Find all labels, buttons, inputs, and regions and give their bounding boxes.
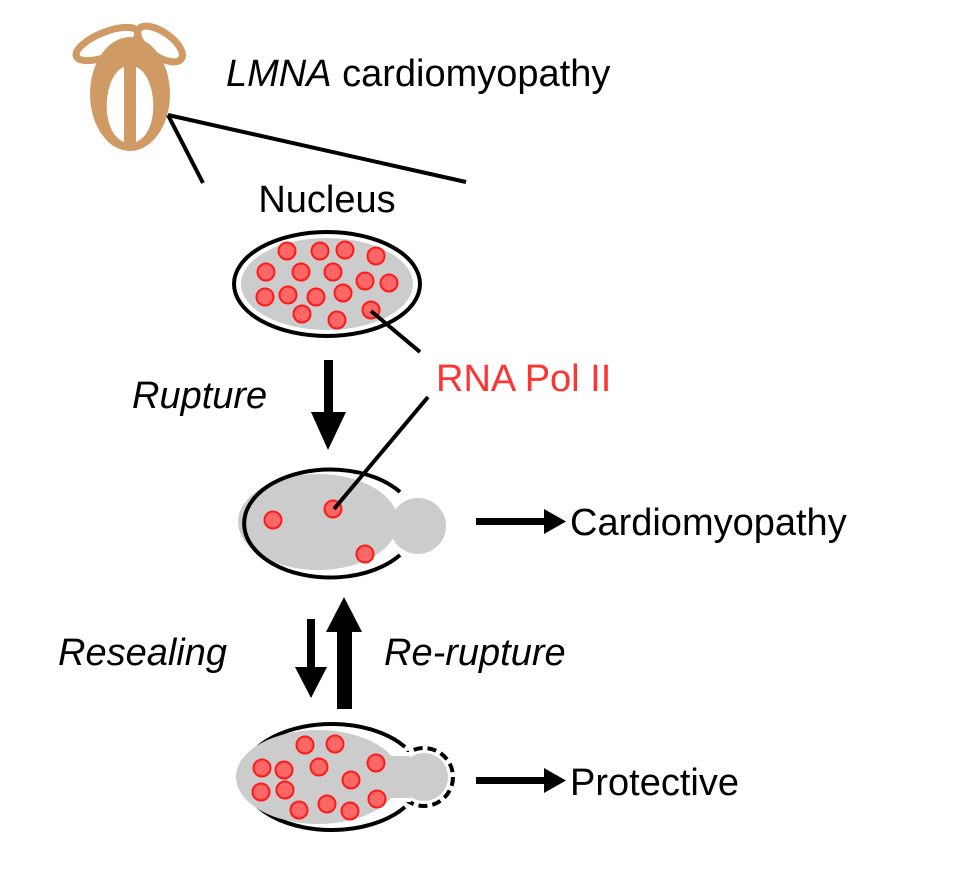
pol-ii-cluster-resealed [251,734,387,821]
ruptured-nucleus [238,467,446,580]
broken-envelope [242,467,402,580]
resealing-label: Resealing [58,632,227,674]
rna-pol-ii-dot [278,285,298,305]
callout-line-right [167,113,467,184]
rna-pol-ii-dot [366,246,386,266]
rna-pol-ii-label: RNA Pol II [436,358,611,400]
pol-ii-pointer-lower [332,395,430,511]
rna-pol-ii-dot [366,753,386,773]
resealed-nucleus [236,722,455,832]
rna-pol-ii-dot [277,241,297,261]
rna-pol-ii-dot [317,794,337,814]
rna-pol-ii-dot [379,273,399,293]
pol-ii-pointer-upper [369,309,422,354]
resealing-arrow [295,619,327,698]
rna-pol-ii-dot [333,283,353,303]
protective-label: Protective [570,762,739,804]
rna-pol-ii-dot [291,262,311,282]
rna-pol-ii-dot [327,310,347,330]
heart-icon [72,22,186,151]
cardiomyopathy-label: Cardiomyopathy [570,502,847,544]
rna-pol-ii-dot [341,770,361,790]
gene-name: LMNA [226,53,332,95]
title: LMNA cardiomyopathy [226,53,610,95]
nucleus-label: Nucleus [258,179,395,221]
rna-pol-ii-dot [263,510,283,530]
arrow-to-protective [476,768,566,793]
rna-pol-ii-dot [323,262,343,282]
rna-pol-ii-dot [295,735,315,755]
rna-pol-ii-dot [306,287,326,307]
pol-ii-cluster-ruptured [263,499,375,564]
rna-pol-ii-dot [251,782,271,802]
rna-pol-ii-dot [252,758,272,778]
rna-pol-ii-dot [355,271,375,291]
rna-pol-ii-dot [256,262,276,282]
nuclear-bleb [390,498,446,554]
callout-line-left [166,114,205,184]
rna-pol-ii-dot [289,800,309,820]
rna-pol-ii-dot [310,241,330,261]
rupture-arrow [311,360,346,450]
rna-pol-ii-dot [340,801,360,821]
rna-pol-ii-dot [255,287,275,307]
rupture-label: Rupture [132,375,267,417]
rna-pol-ii-dot [367,789,387,809]
rna-pol-ii-dot [292,304,312,324]
re-rupture-label: Re-rupture [384,632,566,674]
arrow-to-cardiomyopathy [476,509,566,534]
rna-pol-ii-dot [274,760,294,780]
rna-pol-ii-dot [325,734,345,754]
intact-nucleus [232,230,422,338]
pol-ii-cluster-intact [255,240,399,330]
title-rest: cardiomyopathy [332,53,611,95]
rna-pol-ii-dot [355,544,375,564]
re-rupture-arrow [326,597,362,709]
rna-pol-ii-dot [309,757,329,777]
rna-pol-ii-dot [275,780,295,800]
rna-pol-ii-dot [335,240,355,260]
